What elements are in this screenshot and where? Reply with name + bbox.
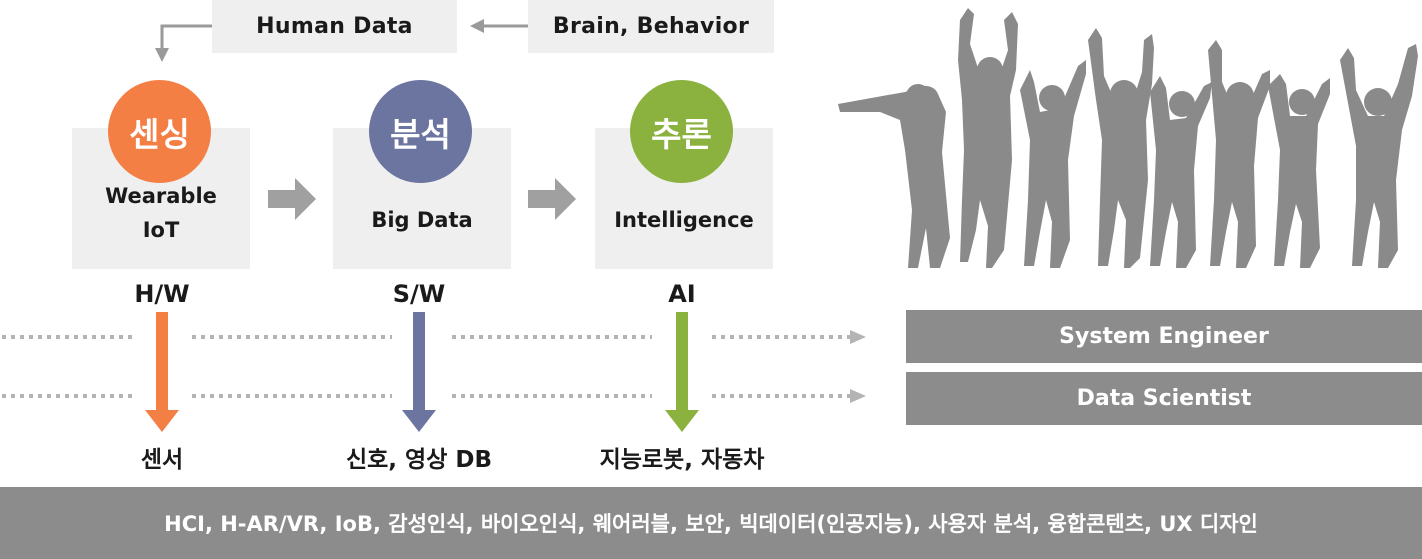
sensor-outcome: 센서 — [140, 447, 184, 473]
right-arrow-icon — [528, 178, 576, 220]
down-arrow-icon — [402, 312, 436, 432]
signal-db-outcome: 신호, 영상 DB — [345, 447, 492, 473]
sensing-title: 센싱 — [129, 114, 190, 154]
human-data-label: Human Data — [256, 14, 413, 39]
system-engineer-bar: System Engineer — [906, 310, 1422, 363]
applications-text: HCI, H-AR/VR, IoB, 감성인식, 바이오인식, 웨어러블, 보안… — [164, 512, 1258, 536]
left-arrow-icon — [470, 19, 528, 33]
dotted-arrowhead-icon — [850, 330, 866, 344]
sw-layer-label: S/W — [392, 280, 446, 308]
human-data-box: Human Data — [212, 0, 457, 53]
analysis-circle: 분석 — [369, 80, 472, 183]
system-engineer-label: System Engineer — [1059, 324, 1269, 349]
dotted-arrowhead-icon — [850, 389, 866, 403]
brain-behavior-label: Brain, Behavior — [552, 14, 750, 39]
elbow-arrow-icon — [155, 24, 212, 62]
people-silhouette — [838, 8, 1418, 268]
data-scientist-label: Data Scientist — [1076, 386, 1252, 411]
brain-behavior-box: Brain, Behavior — [528, 0, 774, 53]
right-arrow-icon — [268, 178, 316, 220]
down-arrow-icon — [665, 312, 699, 432]
ai-layer-label: AI — [668, 280, 696, 308]
data-scientist-bar: Data Scientist — [906, 372, 1422, 425]
inference-circle: 추론 — [630, 80, 733, 183]
hw-layer-label: H/W — [134, 280, 190, 308]
applications-bar: HCI, H-AR/VR, IoB, 감성인식, 바이오인식, 웨어러블, 보안… — [0, 487, 1422, 559]
sensing-circle: 센싱 — [108, 80, 211, 183]
down-arrow-icon — [145, 312, 179, 432]
analysis-title: 분석 — [390, 114, 451, 154]
sensing-line-2: IoT — [142, 217, 180, 242]
inference-title: 추론 — [651, 114, 712, 154]
inference-line-1: Intelligence — [614, 207, 754, 232]
analysis-line-1: Big Data — [371, 207, 473, 232]
robot-car-outcome: 지능로봇, 자동차 — [599, 447, 765, 473]
sensing-line-1: Wearable — [105, 183, 217, 208]
